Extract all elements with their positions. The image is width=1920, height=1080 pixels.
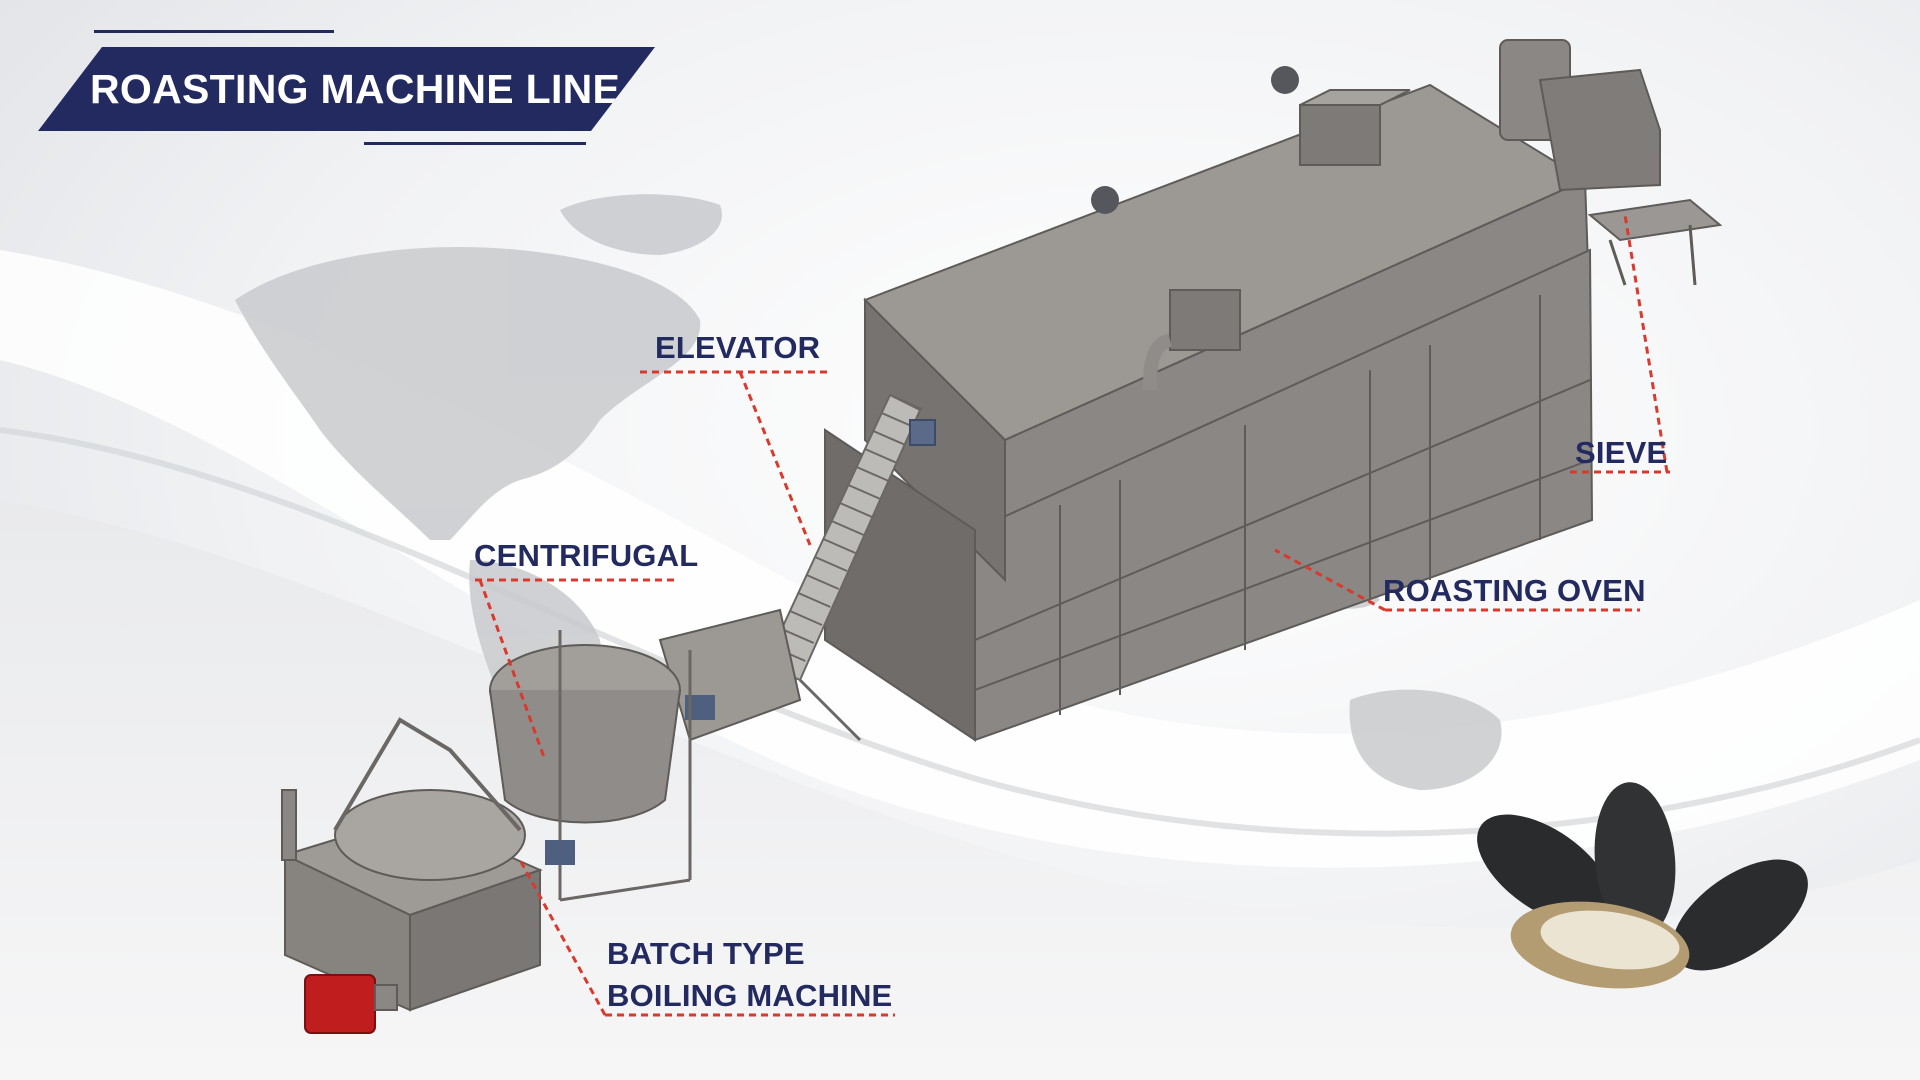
label-boiling-machine: BOILING MACHINE	[607, 978, 893, 1013]
elevator-cleat	[889, 394, 923, 410]
leader-lines	[475, 214, 1670, 1017]
title-banner-shape: ROASTING MACHINE LINE	[38, 47, 655, 131]
australia-shape	[1349, 689, 1502, 790]
elevator-cleat	[822, 538, 856, 554]
elevator-cleat	[856, 466, 890, 482]
north-america-shape	[235, 247, 701, 540]
title-line-bottom	[364, 142, 586, 145]
label-sieve: SIEVE	[1575, 435, 1668, 470]
leader-sieve	[1570, 214, 1670, 474]
page-title: ROASTING MACHINE LINE	[90, 66, 621, 112]
label-elevator: ELEVATOR	[655, 330, 821, 365]
elevator-cleat	[781, 628, 815, 644]
elevator-cleat	[797, 592, 831, 608]
leader-roasting-oven	[1274, 548, 1640, 612]
elevator-cleat	[839, 502, 873, 518]
leader-centrifugal	[475, 578, 675, 761]
elevator-cleat	[864, 448, 898, 464]
leader-elevator	[640, 370, 830, 546]
title-line-top	[94, 30, 334, 33]
leader-boiling	[518, 859, 895, 1017]
centrifugal-machine	[489, 608, 802, 902]
elevator-cleat	[814, 556, 848, 572]
label-centrifugal: CENTRIFUGAL	[474, 538, 699, 573]
burner	[304, 974, 398, 1034]
label-batch-type: BATCH TYPE	[607, 936, 805, 971]
greenland-shape	[560, 194, 722, 255]
title-banner: ROASTING MACHINE LINE	[38, 30, 668, 150]
elevator-cleat	[872, 430, 906, 446]
elevator-cleat	[881, 412, 915, 428]
elevator-cleat	[831, 520, 865, 536]
sunflower-seeds-image	[1477, 782, 1808, 989]
boiling-machine	[281, 717, 575, 1012]
elevator-cleat	[789, 610, 823, 626]
elevator-cleat	[806, 574, 840, 590]
sieve-unit	[1499, 39, 1723, 286]
label-roasting-oven: ROASTING OVEN	[1383, 573, 1646, 608]
roasting-oven	[824, 66, 1594, 742]
elevator-cleat	[847, 484, 881, 500]
